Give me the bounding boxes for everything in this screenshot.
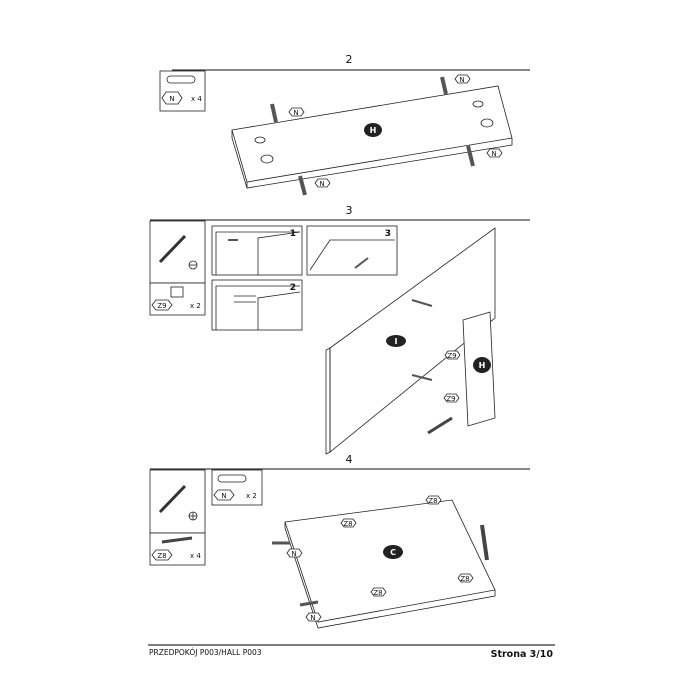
drawing-shape xyxy=(486,148,503,158)
drawing-shape xyxy=(257,291,301,330)
part-qty: x 2 xyxy=(190,302,201,310)
label-text: Z8 xyxy=(460,575,469,583)
parts-box: N x 2 xyxy=(211,469,263,506)
board-label: C xyxy=(390,548,396,557)
drawing-shape xyxy=(215,231,300,275)
drawing-shape xyxy=(480,118,494,128)
drawing-shape xyxy=(370,587,387,597)
page-number: Strona 3/10 xyxy=(491,649,554,660)
cam-lock-icon xyxy=(170,286,184,298)
drawing-shape xyxy=(354,257,369,269)
board-i-drawing: I H Z9 Z9 xyxy=(325,227,496,455)
board-c-drawing: C Z8 Z8 Z8 Z8 N N xyxy=(272,495,496,629)
drawing-shape xyxy=(480,524,489,561)
drawing-shape xyxy=(411,299,433,307)
sub-step-2: 2 xyxy=(211,279,303,331)
drawing-shape xyxy=(309,239,395,271)
step-3: 3 Z9 x 2 1 2 3 xyxy=(149,204,530,455)
part-code: N xyxy=(221,492,226,500)
drawing-shape xyxy=(440,76,448,95)
board-h-drawing: H N N N N xyxy=(231,74,513,196)
drawing-shape xyxy=(211,279,303,331)
drawing-shape xyxy=(270,103,278,123)
sub-step-3: 3 xyxy=(306,225,398,276)
label-text: Z8 xyxy=(343,520,352,528)
drawing-shape xyxy=(306,225,398,276)
drawing-shape xyxy=(257,231,301,275)
sub-step-1: 1 xyxy=(211,225,303,276)
drawing-shape xyxy=(254,136,266,144)
drawing-shape xyxy=(286,548,303,558)
drawing-shape xyxy=(298,175,307,196)
screwdriver-icon xyxy=(158,234,187,264)
step-number: 3 xyxy=(346,204,353,217)
drawing-shape xyxy=(213,489,235,501)
drawing-shape xyxy=(325,347,331,455)
dowel-icon xyxy=(217,474,247,483)
drawing-shape xyxy=(473,357,491,373)
drawing-shape xyxy=(340,518,357,528)
board-label: H xyxy=(479,361,486,370)
label-text: N xyxy=(319,180,324,188)
drawing-shape xyxy=(288,107,305,117)
tools-box: Z8 x 4 xyxy=(149,469,206,566)
drawing-shape xyxy=(466,145,475,167)
drawing-shape xyxy=(383,545,403,559)
label-text: N xyxy=(293,109,298,117)
drawing-shape xyxy=(457,573,474,583)
label-text: N xyxy=(459,76,464,84)
label-text: 2 xyxy=(290,283,296,293)
drawing-shape xyxy=(386,335,406,347)
part-hex-icon xyxy=(161,91,183,105)
label-text: 1 xyxy=(290,229,296,239)
cam-bolt-icon xyxy=(161,536,193,544)
label-text: Z8 xyxy=(373,589,382,597)
board-label: I xyxy=(395,337,398,346)
drawing-shape xyxy=(411,374,433,381)
part-qty: x 4 xyxy=(191,95,202,103)
step-number: 4 xyxy=(346,453,353,466)
drawing-shape xyxy=(149,469,206,534)
drawing-shape xyxy=(364,123,382,137)
step-number: 2 xyxy=(346,53,353,66)
parts-box: N x 4 xyxy=(159,70,206,112)
screwdriver-icon xyxy=(158,484,187,514)
drawing-shape xyxy=(425,495,442,505)
drawing-shape xyxy=(305,612,322,622)
drawing-shape xyxy=(444,350,461,360)
label-text: Z9 xyxy=(447,352,456,360)
step-4: 4 Z8 x 4 N x 2 C Z8 Z8 xyxy=(149,453,530,629)
document-title: PRZEDPOKÓJ P003/HALL P003 xyxy=(149,648,262,657)
drawing-shape xyxy=(260,154,274,164)
label-text: Z8 xyxy=(428,497,437,505)
part-code: Z8 xyxy=(157,552,166,560)
part-code: N xyxy=(169,95,174,103)
drawing-shape xyxy=(215,285,300,330)
part-qty: x 2 xyxy=(246,492,257,500)
dowel-icon xyxy=(166,75,196,84)
board-label: H xyxy=(370,126,377,135)
drawing-shape xyxy=(149,220,206,284)
callouts: N N N N xyxy=(288,74,503,188)
drawing-shape xyxy=(427,416,453,435)
drawing-shape xyxy=(299,600,319,607)
label-text: N xyxy=(491,150,496,158)
drawing-shape xyxy=(151,549,173,561)
part-qty: x 4 xyxy=(190,552,201,560)
drawing-shape xyxy=(284,522,496,629)
drawing-shape xyxy=(472,100,484,108)
label-text: Z9 xyxy=(446,395,455,403)
drawing-shape xyxy=(151,299,173,311)
drawing-shape xyxy=(314,178,331,188)
footer: PRZEDPOKÓJ P003/HALL P003 Strona 3/10 xyxy=(148,644,555,660)
tools-box: Z9 x 2 xyxy=(149,220,206,316)
label-text: N xyxy=(310,614,315,622)
label-text: 3 xyxy=(385,229,391,239)
drawing-shape xyxy=(454,74,471,84)
step-2: 2 N x 4 H N N N N xyxy=(159,53,530,196)
drawing-shape xyxy=(443,393,460,403)
label-text: N xyxy=(291,550,296,558)
part-code: Z9 xyxy=(157,302,166,310)
